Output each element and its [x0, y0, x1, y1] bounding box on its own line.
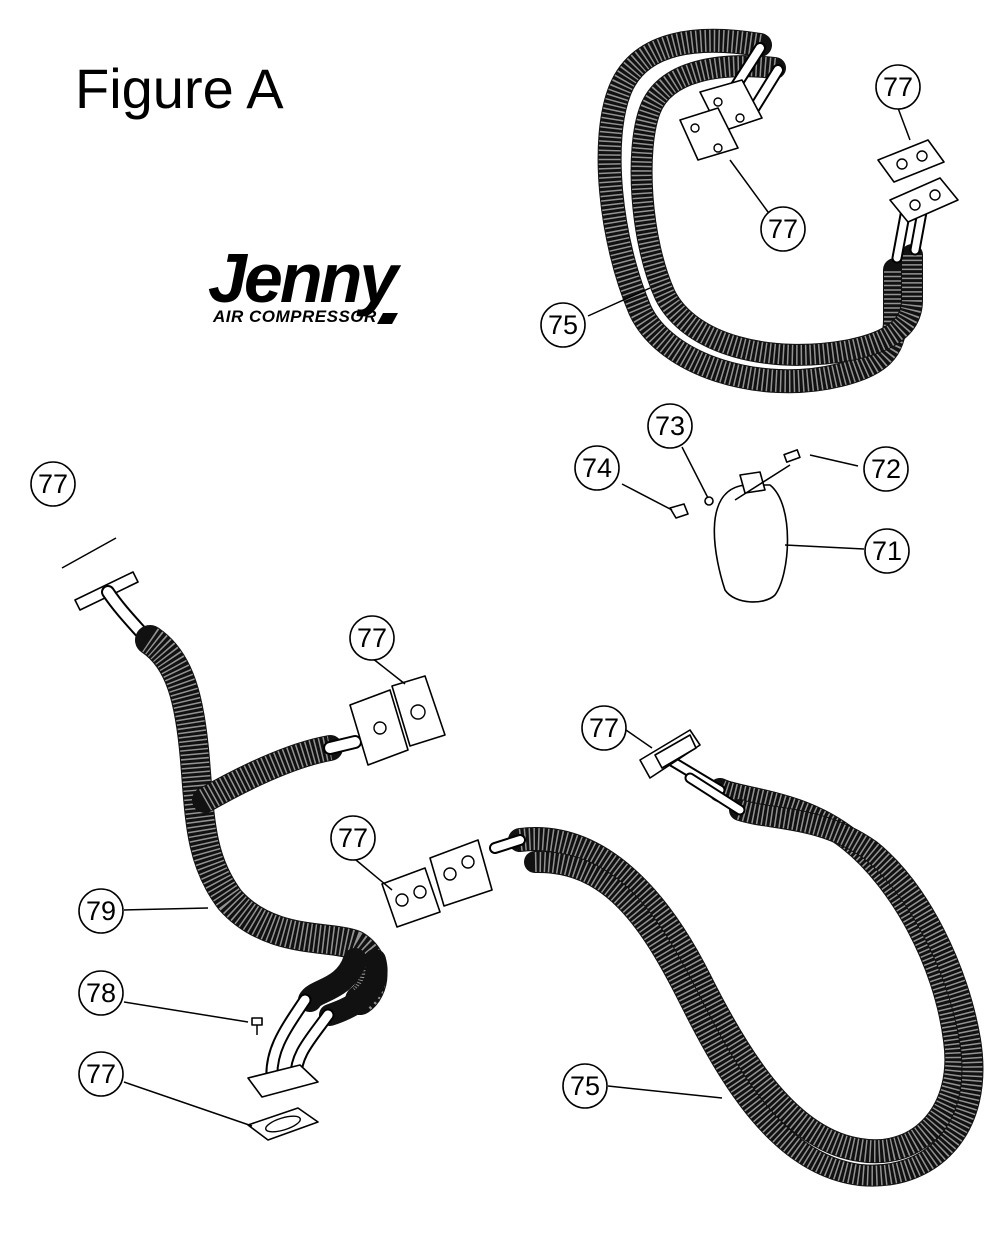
hose-75-top-assembly [597, 28, 959, 394]
svg-text:78: 78 [86, 978, 116, 1008]
svg-text:77: 77 [38, 469, 68, 499]
svg-text:74: 74 [582, 453, 612, 483]
svg-text:77: 77 [338, 823, 368, 853]
callout-74: 74 [574, 445, 620, 491]
callout-73: 73 [647, 403, 693, 449]
svg-text:72: 72 [871, 454, 901, 484]
svg-text:77: 77 [86, 1059, 116, 1089]
callout-77-left: 77 [30, 461, 76, 507]
callout-75-bottom: 75 [562, 1063, 608, 1109]
logo-name: Jenny [208, 239, 401, 317]
svg-text:77: 77 [768, 214, 798, 244]
callout-77-top-right: 77 [875, 64, 921, 110]
callout-77-mid-right: 77 [581, 705, 627, 751]
svg-text:75: 75 [548, 310, 578, 340]
callout-72: 72 [863, 446, 909, 492]
leader-lines [123, 107, 911, 1127]
svg-text:71: 71 [872, 536, 902, 566]
callout-77-bottom: 77 [78, 1051, 124, 1097]
callout-78: 78 [78, 970, 124, 1016]
svg-text:73: 73 [655, 411, 685, 441]
logo-tagline: AIR COMPRESSOR [212, 307, 377, 326]
hose-75-bottom-assembly [381, 729, 984, 1187]
hose-79-assembly [61, 537, 446, 1141]
clamp-assembly [669, 449, 801, 603]
callout-77-center: 77 [330, 815, 376, 861]
svg-text:77: 77 [357, 623, 387, 653]
svg-text:75: 75 [570, 1071, 600, 1101]
figure-title: Figure A [75, 57, 284, 120]
callout-79: 79 [78, 888, 124, 934]
callout-77-mid-left: 77 [349, 615, 395, 661]
svg-text:77: 77 [589, 713, 619, 743]
brand-logo: Jenny AIR COMPRESSOR [208, 239, 404, 326]
callout-75-top: 75 [540, 302, 586, 348]
callout-77-top-mid: 77 [760, 206, 806, 252]
svg-text:77: 77 [883, 72, 913, 102]
callout-71: 71 [864, 528, 910, 574]
svg-text:79: 79 [86, 896, 116, 926]
